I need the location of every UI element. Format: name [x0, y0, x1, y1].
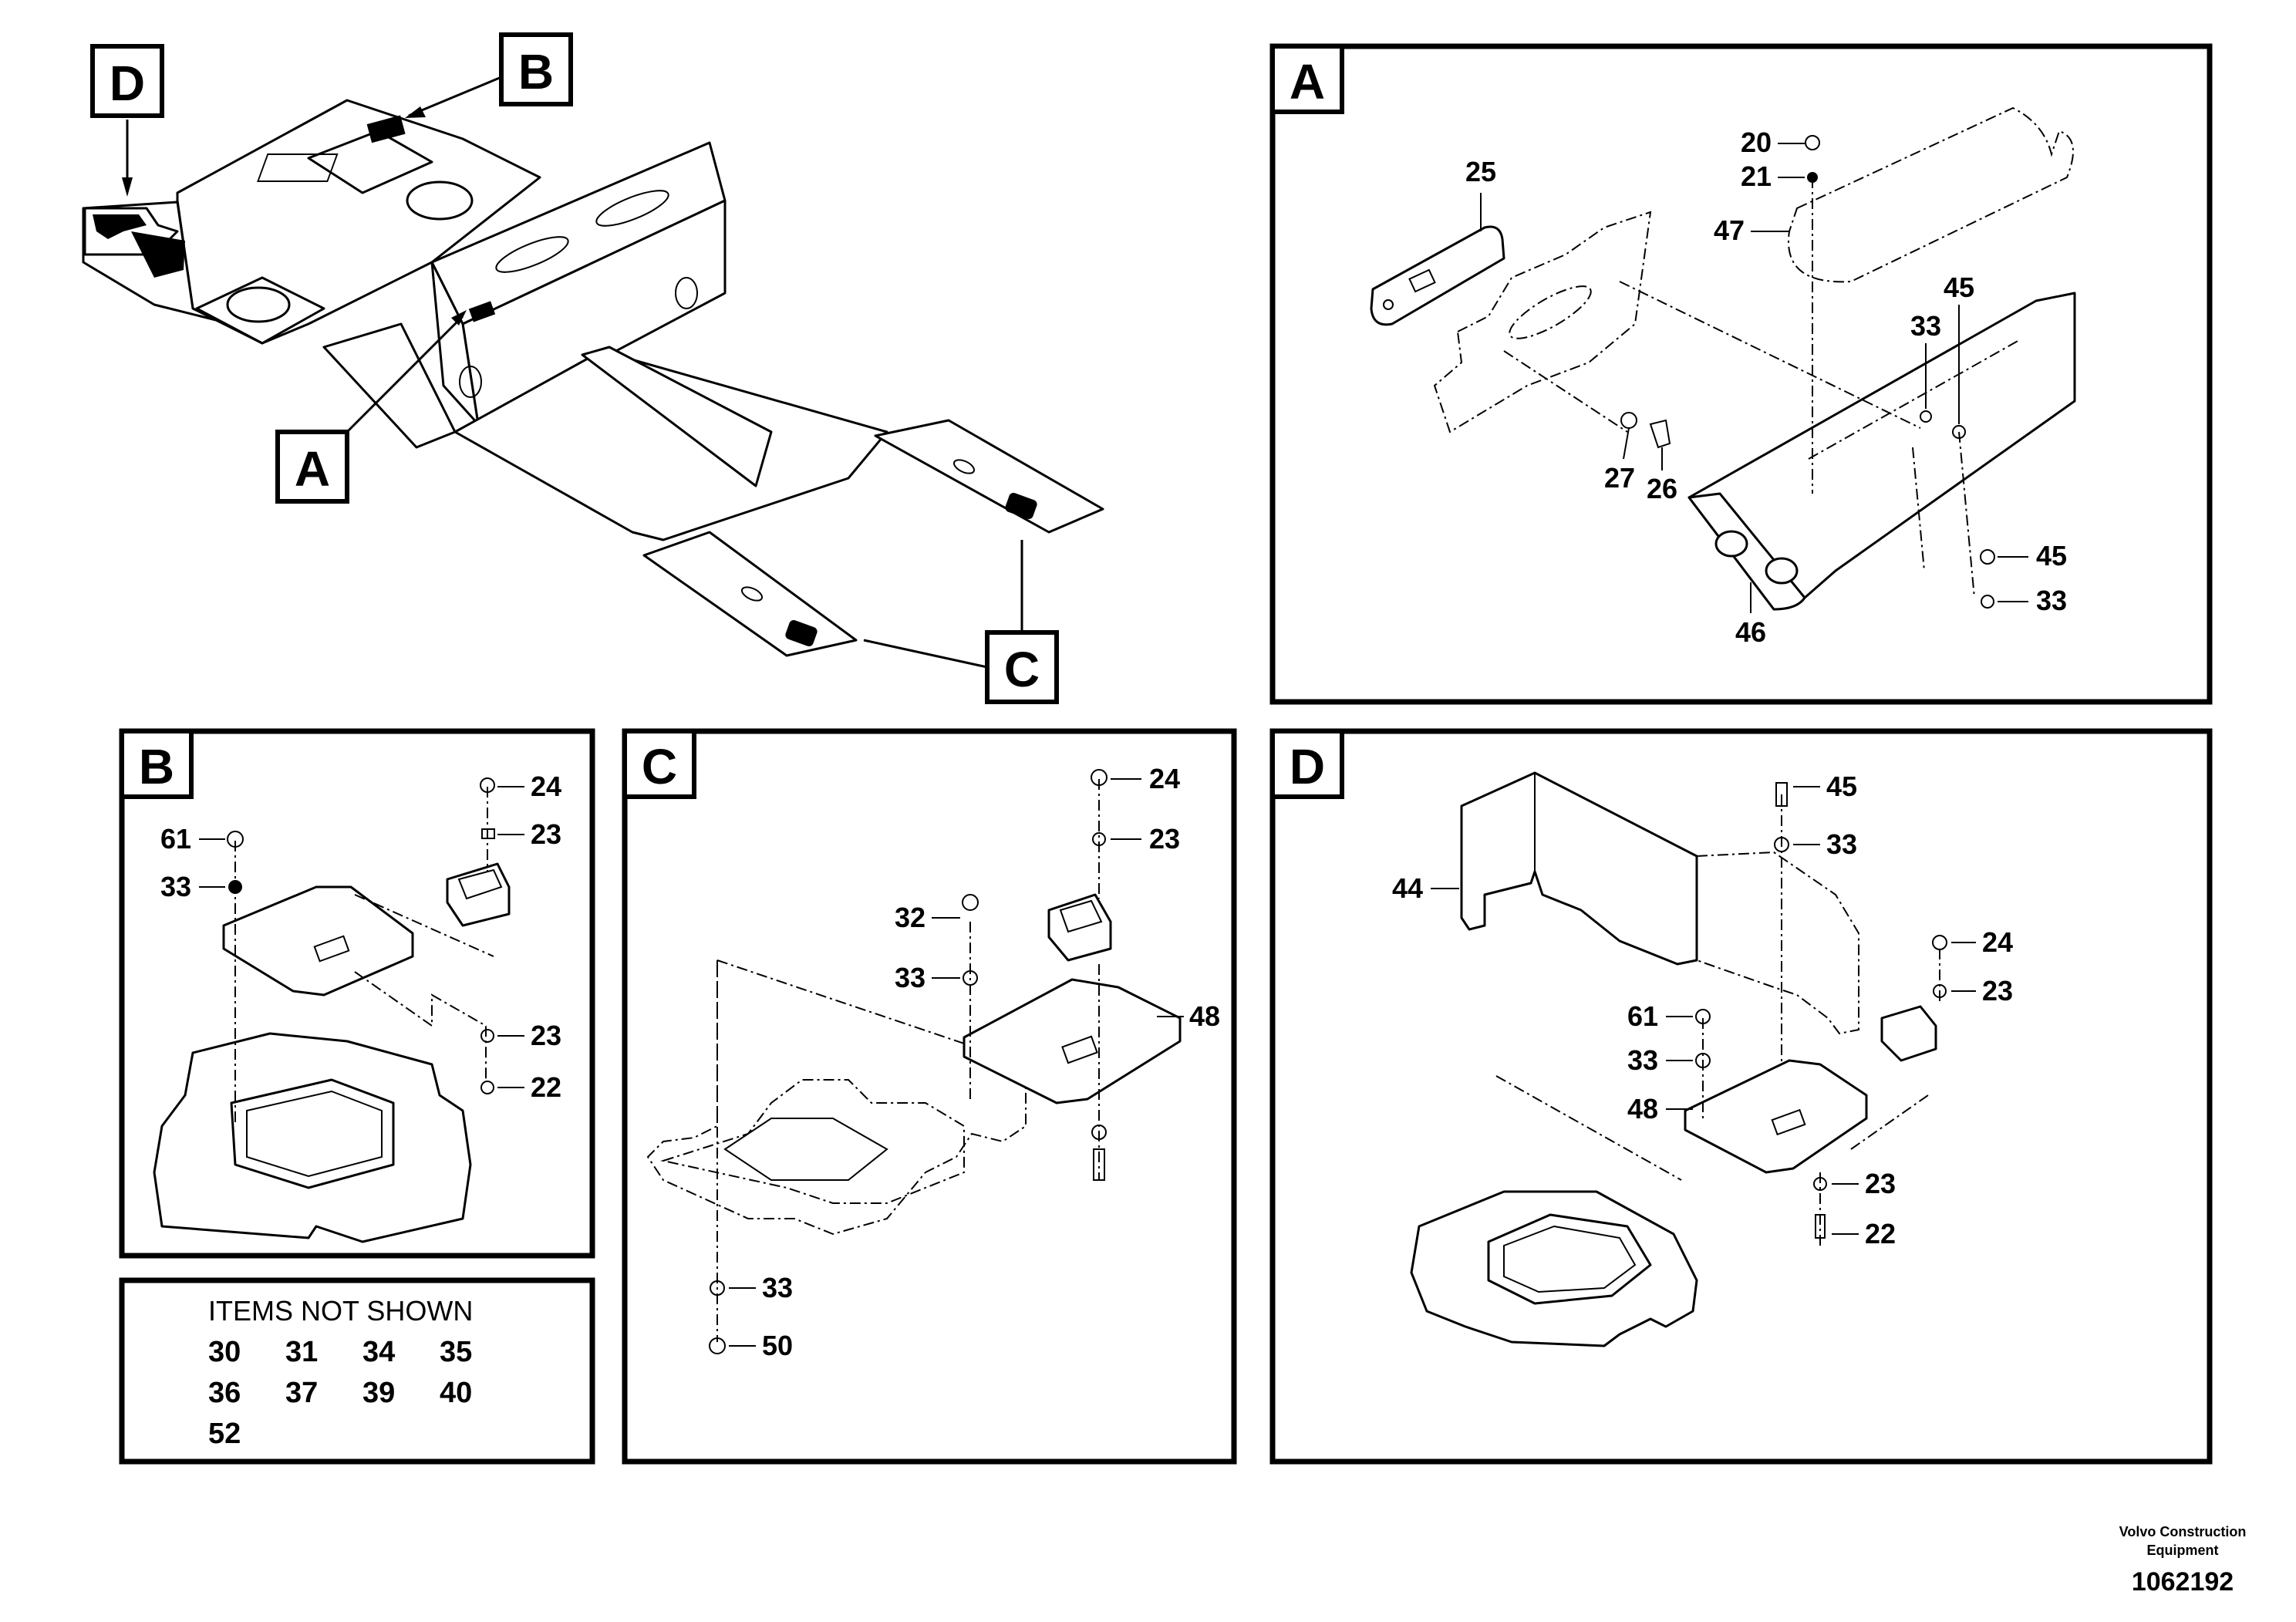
callout-b: B	[499, 32, 573, 106]
svg-text:D: D	[1290, 739, 1325, 794]
svg-text:33: 33	[762, 1272, 793, 1303]
item-number: 40	[440, 1377, 472, 1409]
item-number: 34	[362, 1336, 395, 1368]
svg-text:48: 48	[1189, 1000, 1220, 1032]
item-number: 35	[440, 1336, 472, 1368]
svg-text:C: C	[642, 739, 677, 794]
callout-a: A	[275, 430, 349, 504]
svg-text:23: 23	[531, 818, 561, 850]
detail-view-d: D 45 33 44 24	[1269, 728, 2213, 1465]
svg-text:24: 24	[1982, 926, 2013, 958]
svg-text:61: 61	[1627, 1000, 1658, 1032]
detail-view-b: B 24 61 23 33 23 22	[119, 728, 595, 1259]
company-name: Volvo Construction	[2119, 1524, 2247, 1539]
svg-text:33: 33	[160, 871, 191, 902]
svg-text:45: 45	[1826, 771, 1857, 802]
detail-view-a: A 25 20	[1269, 43, 2213, 705]
svg-text:A: A	[295, 441, 330, 497]
items-not-shown-box: ITEMS NOT SHOWN 30 31 34 35 36 37 39 40 …	[119, 1277, 595, 1465]
svg-text:C: C	[1004, 642, 1040, 697]
svg-text:44: 44	[1392, 872, 1423, 904]
svg-text:D: D	[110, 56, 145, 111]
items-not-shown-heading: ITEMS NOT SHOWN	[208, 1295, 473, 1327]
item-number: 36	[208, 1377, 241, 1409]
svg-text:33: 33	[2036, 585, 2067, 616]
footer: Volvo Construction Equipment 1062192	[2119, 1524, 2247, 1597]
company-name-line2: Equipment	[2147, 1543, 2219, 1558]
svg-text:32: 32	[895, 902, 925, 933]
detail-view-c: C 24 23 32 33 48 33	[622, 728, 1237, 1465]
overview-view: D B A C	[82, 32, 1104, 704]
svg-text:24: 24	[1149, 763, 1180, 794]
svg-text:23: 23	[1865, 1168, 1896, 1199]
svg-text:23: 23	[1982, 975, 2013, 1007]
svg-text:27: 27	[1604, 462, 1635, 494]
svg-text:23: 23	[531, 1020, 561, 1051]
svg-text:20: 20	[1741, 126, 1772, 158]
callout-d: D	[90, 44, 164, 118]
svg-text:23: 23	[1149, 823, 1180, 855]
svg-text:33: 33	[895, 962, 925, 993]
svg-text:24: 24	[531, 771, 561, 802]
item-number: 52	[208, 1418, 241, 1450]
svg-text:33: 33	[1826, 828, 1857, 860]
svg-text:22: 22	[1865, 1218, 1896, 1249]
callout-c: C	[985, 630, 1059, 704]
svg-text:61: 61	[160, 823, 191, 855]
svg-text:B: B	[139, 739, 174, 794]
svg-text:33: 33	[1910, 310, 1941, 342]
svg-text:45: 45	[2036, 540, 2067, 572]
item-number: 31	[285, 1336, 318, 1368]
svg-text:B: B	[518, 44, 554, 99]
item-number: 39	[362, 1377, 395, 1409]
item-number: 37	[285, 1377, 318, 1409]
svg-text:26: 26	[1647, 473, 1677, 504]
svg-text:46: 46	[1735, 616, 1766, 648]
svg-text:A: A	[1290, 54, 1325, 110]
svg-text:50: 50	[762, 1330, 793, 1361]
document-number: 1062192	[2132, 1567, 2234, 1597]
svg-text:33: 33	[1627, 1044, 1658, 1076]
item-number: 30	[208, 1336, 241, 1368]
svg-text:25: 25	[1465, 156, 1496, 187]
svg-text:21: 21	[1741, 160, 1772, 192]
svg-text:48: 48	[1627, 1093, 1658, 1125]
svg-text:22: 22	[531, 1071, 561, 1103]
svg-text:45: 45	[1944, 271, 1974, 303]
svg-text:47: 47	[1714, 214, 1745, 246]
